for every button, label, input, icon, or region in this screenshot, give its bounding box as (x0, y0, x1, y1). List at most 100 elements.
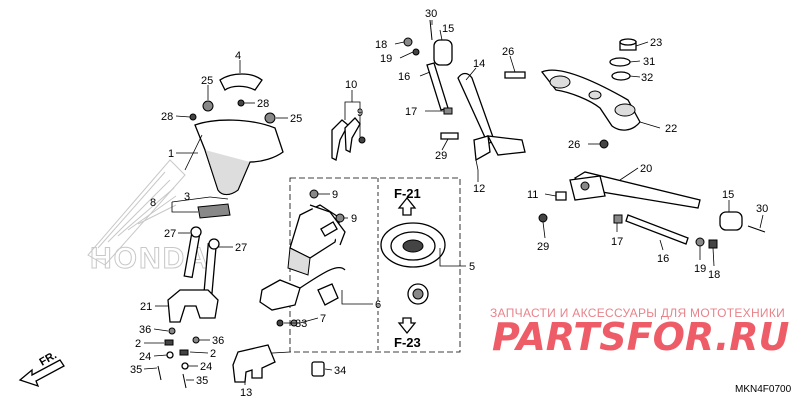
callout-24-right: 24 (200, 361, 212, 373)
key-set-10 (331, 117, 361, 161)
screw-28-right (237, 99, 245, 107)
bolt-26-top (504, 71, 526, 79)
callout-21: 21 (140, 301, 152, 313)
callout-30-right: 30 (756, 203, 768, 215)
callout-4: 4 (235, 50, 241, 62)
callout-20: 20 (640, 163, 652, 175)
weight-15-left (433, 39, 453, 66)
grommet-25-left (202, 100, 214, 112)
collar-19-left (412, 48, 420, 56)
callout-17-left: 17 (405, 106, 417, 118)
callout-1: 1 (168, 148, 174, 160)
honda-wing-logo (87, 159, 186, 266)
callout-15-right: 15 (722, 189, 734, 201)
callout-9-keytag: 9 (357, 107, 363, 119)
shop-logo: PARTSFOR.RU (492, 315, 790, 359)
callout-11: 11 (527, 189, 538, 201)
callout-29-lower: 29 (537, 241, 549, 253)
bolt-27-left (183, 226, 202, 279)
cap-34 (311, 361, 325, 377)
callout-19-right: 19 (694, 263, 706, 275)
callout-27-right: 27 (235, 242, 247, 254)
callout-17-right: 17 (611, 236, 623, 248)
callout-24-left: 24 (139, 351, 151, 363)
callout-27-left: 27 (164, 228, 176, 240)
ignition-group-box (236, 177, 461, 356)
callout-10: 10 (345, 79, 357, 91)
clip-3 (209, 196, 229, 200)
figure-ref-f21[interactable]: F-21 (394, 186, 421, 201)
handlebar-right-20 (569, 171, 701, 209)
callout-26-bridge: 26 (568, 139, 580, 151)
washer-24-left (166, 351, 174, 359)
bracket-13 (232, 344, 276, 383)
callout-9-upper: 9 (332, 189, 338, 201)
screw-9-upper (309, 189, 319, 199)
screw-30-right (747, 225, 766, 233)
callout-30-left: 30 (425, 8, 437, 20)
screw-9-lower (335, 213, 345, 223)
bolt-33 (276, 319, 284, 327)
shop-tagline: ЗАПЧАСТИ И АКСЕССУАРЫ ДЛЯ МОТОТЕХНИКИ (490, 306, 785, 320)
callout-35-left: 35 (130, 364, 142, 376)
callout-36-right: 36 (212, 335, 224, 347)
callout-18-left: 18 (375, 39, 387, 51)
callout-labels: 4 25 28 28 25 1 3 8 27 27 21 36 36 2 2 2… (130, 8, 768, 399)
washer-32 (611, 71, 631, 81)
bolt-35-left (157, 365, 162, 381)
nut-17-right (613, 214, 623, 224)
callout-34: 34 (334, 365, 346, 377)
callout-2-left: 2 (135, 338, 141, 350)
handlebar-left-14 (457, 72, 526, 162)
callout-35-right: 35 (196, 375, 208, 387)
bolt-27-right (203, 238, 220, 295)
callout-25-left: 25 (201, 75, 213, 87)
collar-19-right (695, 237, 705, 247)
pin-12 (475, 159, 479, 171)
bolt-35-right (182, 373, 187, 389)
rubber-2-left (164, 339, 174, 346)
key-tag-9 (358, 136, 366, 144)
diagram-code: MKN4F0700 (735, 384, 792, 395)
callout-16-left: 16 (398, 71, 410, 83)
arrow-up-to-f21 (397, 196, 417, 216)
callout-23: 23 (650, 37, 662, 49)
callout-32: 32 (641, 72, 653, 84)
nut-17-left (443, 107, 453, 115)
callout-8: 8 (150, 197, 156, 209)
callout-29-top: 29 (435, 150, 447, 162)
collar-36-right (192, 336, 200, 344)
bolt-29-top (440, 132, 459, 140)
weight-15-right (719, 211, 743, 231)
callout-5: 5 (469, 261, 475, 273)
bar-end-shaft-16-right (625, 214, 689, 245)
callout-14: 14 (473, 58, 485, 70)
callout-25-right: 25 (290, 113, 302, 125)
callout-15-left: 15 (442, 23, 454, 35)
arrow-down-to-f23 (397, 317, 417, 335)
callout-36-left: 36 (139, 324, 151, 336)
figure-ref-f23[interactable]: F-23 (394, 335, 421, 350)
top-bridge-22 (540, 69, 641, 131)
callout-9-lower: 9 (351, 213, 357, 225)
seat-lock-6 (259, 266, 346, 311)
rubber-2-right (179, 349, 189, 356)
callout-3: 3 (184, 191, 190, 203)
callout-28-left: 28 (161, 111, 173, 123)
bracket-21 (167, 289, 219, 323)
callout-19-left: 19 (380, 53, 392, 65)
fuel-cap-5 (380, 222, 446, 268)
front-direction-arrow: FR. (18, 349, 65, 388)
washer-24-right (181, 362, 189, 370)
callout-12: 12 (473, 183, 485, 195)
cover-emblem (219, 73, 263, 91)
callout-16-right: 16 (657, 253, 669, 265)
washer-31 (609, 57, 631, 67)
callout-18-right: 18 (708, 269, 720, 281)
callout-2-right: 2 (210, 348, 216, 360)
screw-28-left (189, 113, 197, 121)
ignition-switch (287, 204, 346, 276)
bar-end-shaft-16 (426, 62, 449, 111)
screw-30-left (429, 19, 433, 41)
